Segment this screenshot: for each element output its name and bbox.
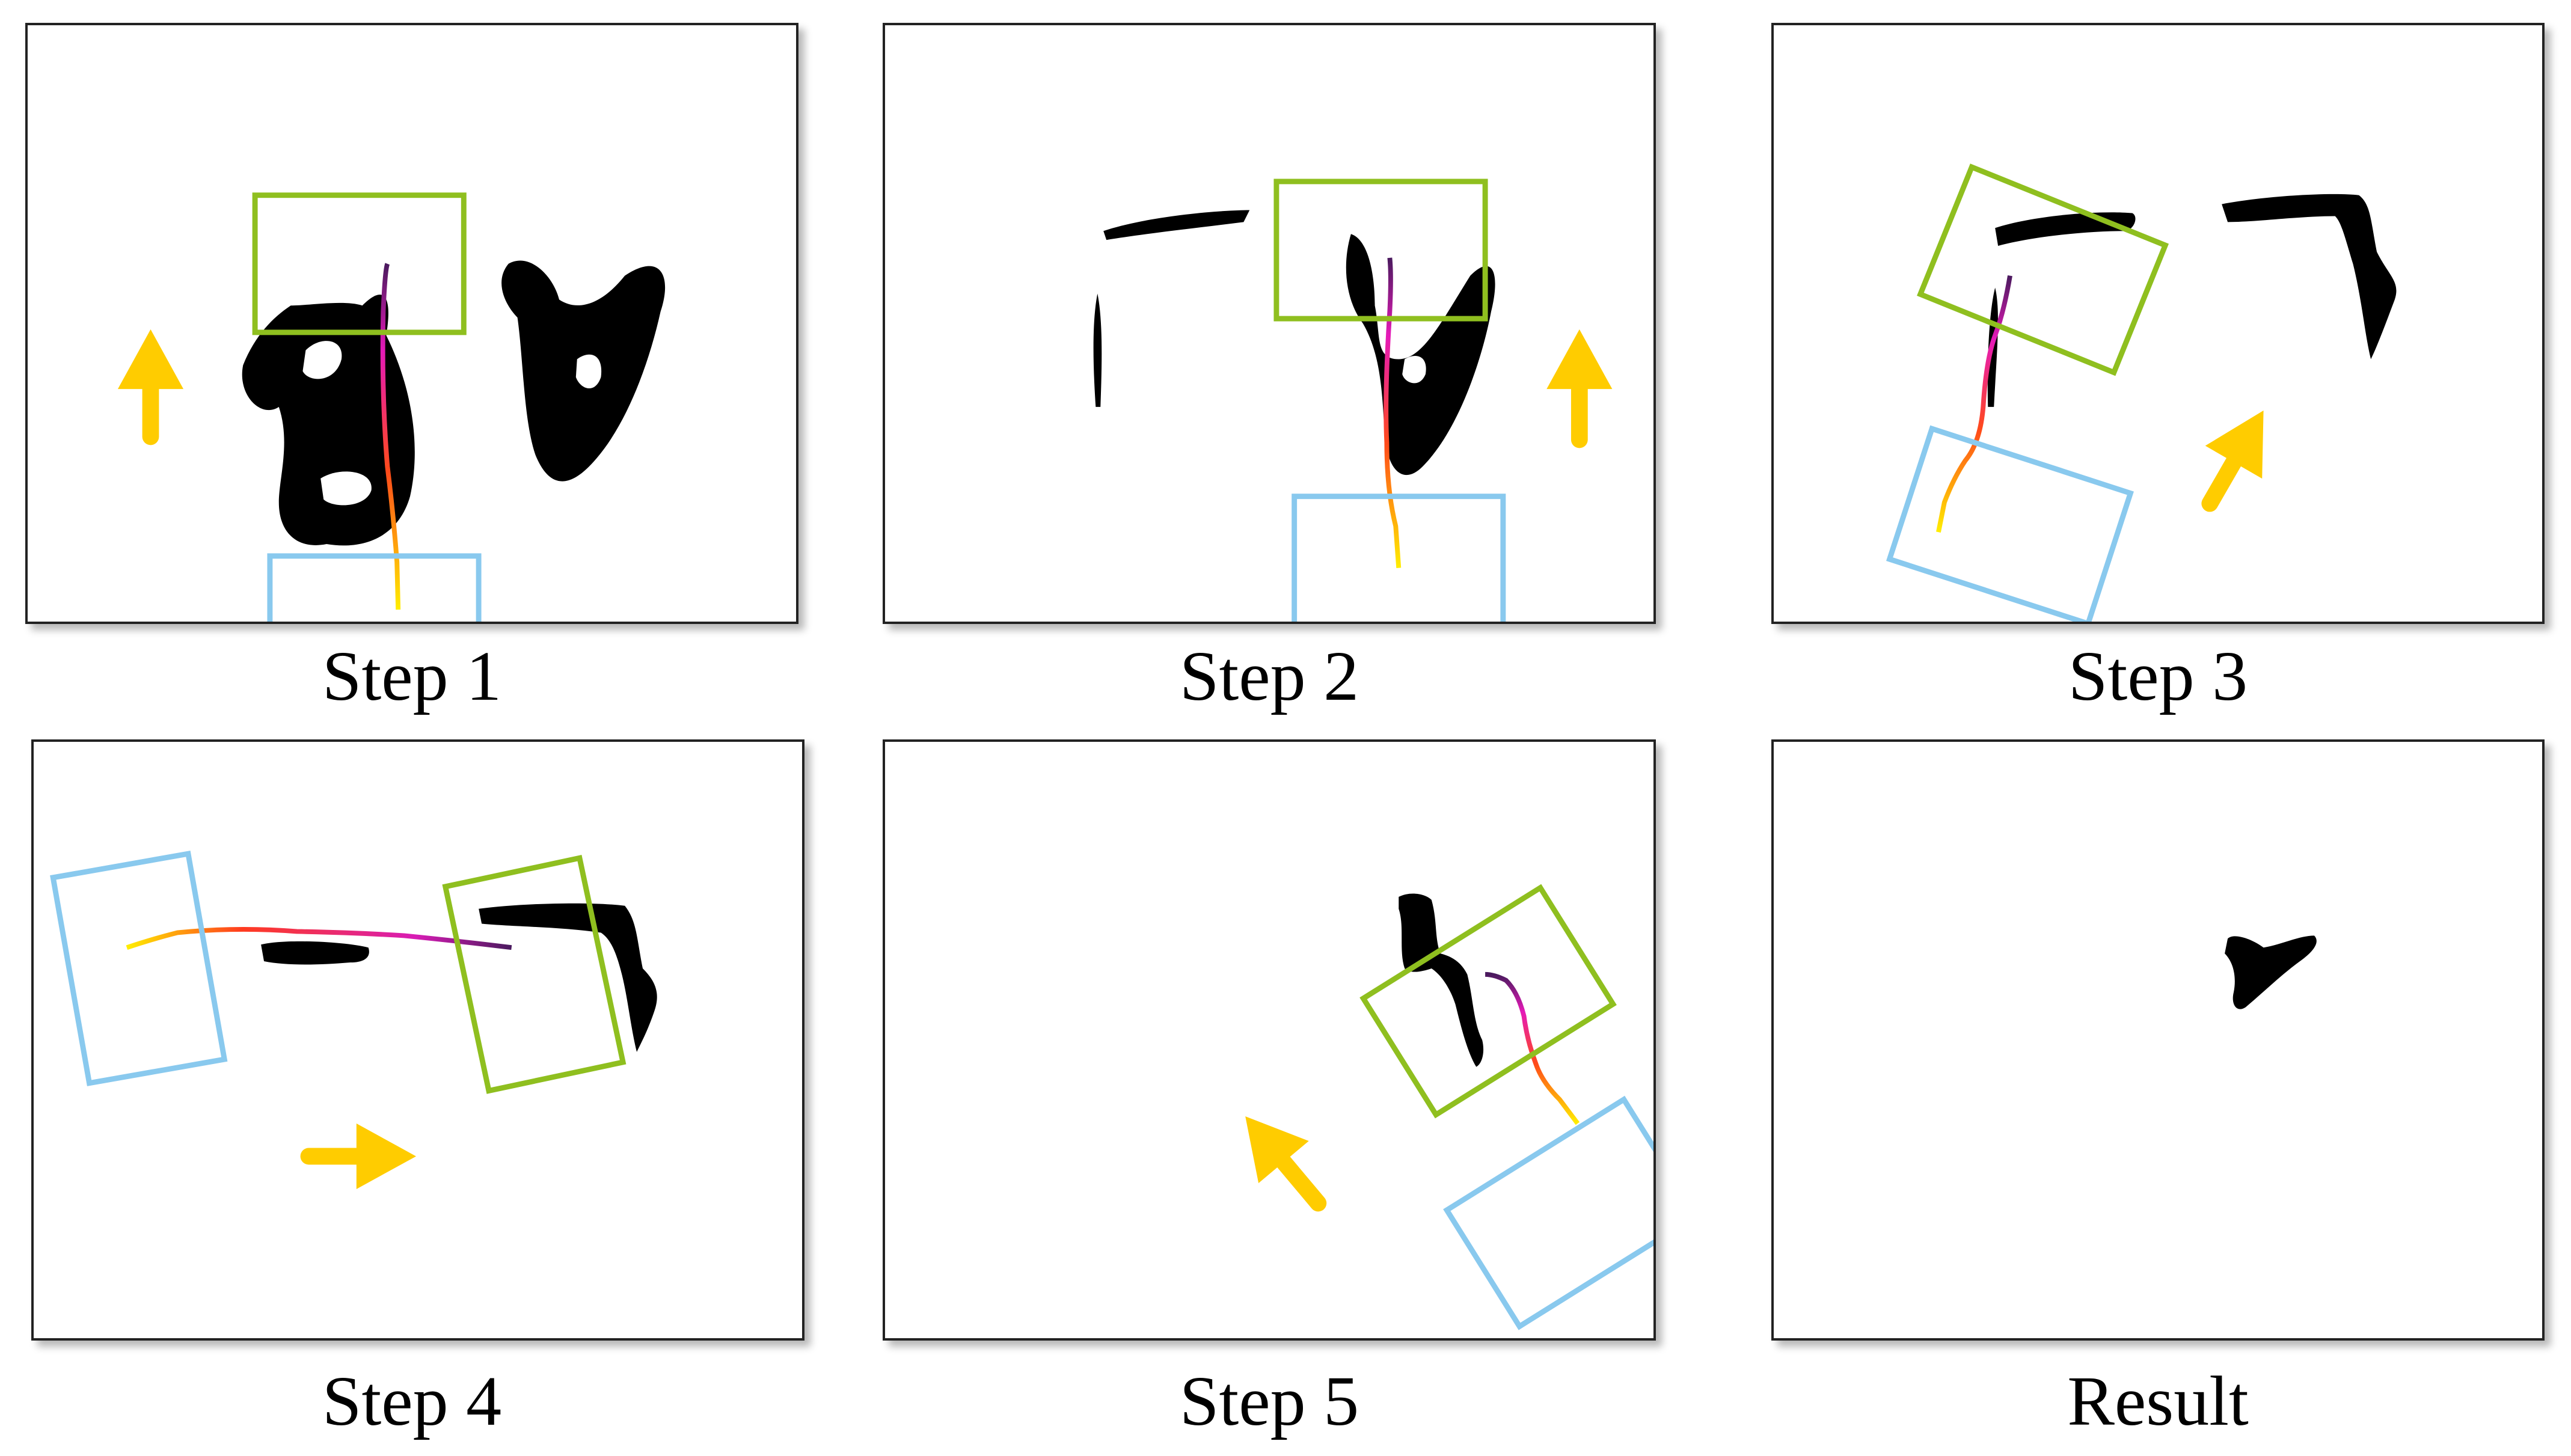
arrow-icon — [1546, 329, 1613, 448]
step-4-drawing — [50, 851, 657, 1189]
target-box — [442, 855, 627, 1094]
start-box — [1292, 494, 1506, 622]
caption-step-5: Step 5 — [1179, 1362, 1359, 1440]
panel-step-5 — [883, 739, 1656, 1341]
caption-step-1: Step 1 — [322, 637, 502, 715]
panel-step-2 — [883, 23, 1656, 624]
start-box — [50, 851, 228, 1086]
arrow-icon — [300, 1123, 417, 1189]
step-2-drawing — [1093, 179, 1613, 622]
caption-step-4: Step 4 — [322, 1362, 502, 1440]
caption-result: Result — [2067, 1362, 2249, 1440]
character-stroke-blob — [2222, 194, 2397, 359]
arrow-icon — [1245, 1116, 1327, 1212]
panel-step-4 — [31, 739, 804, 1341]
trajectory-line — [126, 926, 512, 950]
character-stroke-blob — [2225, 935, 2317, 1009]
arrow-icon — [117, 329, 184, 445]
character-stroke-blob — [479, 903, 657, 1052]
result-drawing — [2225, 935, 2317, 1009]
target-box — [1273, 179, 1488, 322]
start-box — [1443, 1095, 1653, 1330]
character-hole — [1402, 356, 1426, 384]
arrow-icon — [2201, 410, 2264, 512]
start-box — [267, 553, 482, 622]
character-hole — [575, 354, 602, 389]
caption-step-3: Step 3 — [2068, 637, 2248, 715]
character-stroke-blob — [261, 941, 369, 965]
step-3-drawing — [1886, 164, 2397, 622]
trajectory-line — [1384, 257, 1402, 569]
character-stroke-blob — [1995, 212, 2136, 246]
character-stroke-blob — [242, 295, 415, 546]
target-box — [252, 192, 467, 335]
target-box — [1917, 164, 2169, 376]
caption-step-2: Step 2 — [1179, 637, 1359, 715]
character-stroke-blob — [1103, 210, 1250, 240]
trajectory-line — [1485, 971, 1580, 1125]
step-1-drawing — [117, 192, 666, 622]
character-hole — [320, 471, 372, 506]
character-stroke-blob — [1399, 893, 1484, 1067]
character-hole — [302, 341, 342, 379]
step-5-drawing — [1245, 884, 1653, 1330]
trajectory-line — [380, 263, 401, 610]
trajectory-line — [1936, 275, 2012, 533]
panel-result — [1771, 739, 2545, 1341]
panel-step-1 — [25, 23, 798, 624]
character-stroke-blob — [1346, 234, 1495, 476]
character-stroke-blob — [1093, 293, 1102, 407]
panel-step-3 — [1771, 23, 2545, 624]
target-box — [1359, 884, 1617, 1119]
start-box — [1886, 425, 2134, 622]
